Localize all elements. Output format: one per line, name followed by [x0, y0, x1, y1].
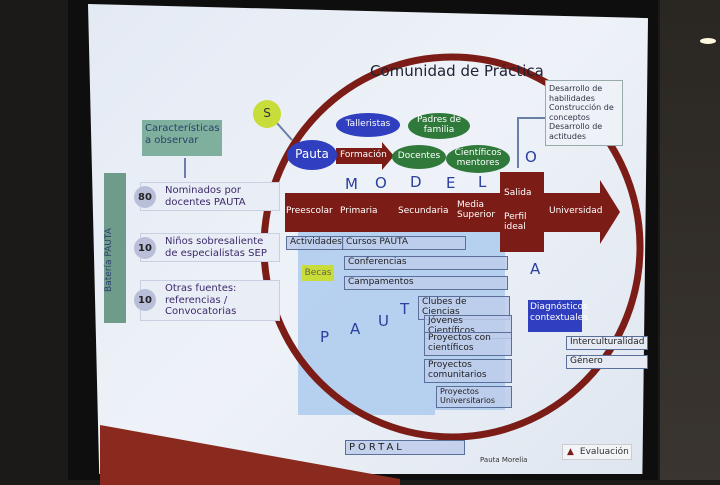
pauta-letter: T	[400, 300, 410, 318]
stage-primaria: Primaria	[340, 206, 378, 216]
row-text: Nominados por docentes PAUTA	[165, 185, 246, 208]
arrow-up-icon: ▲	[567, 447, 574, 457]
activity-item: Proyectos Universitarios	[436, 386, 512, 408]
stage-media-superior: Media Superior	[457, 200, 496, 221]
diag-item: Género	[566, 355, 648, 369]
row-count: 10	[134, 237, 156, 259]
docentes-oval: Docentes	[392, 145, 446, 169]
stage-salida: Salida	[504, 188, 532, 198]
pauta-letter: A	[530, 260, 541, 278]
stage-secundaria: Secundaria	[398, 206, 449, 216]
diagnosticos-box: Diagnósticos contextuales	[528, 300, 588, 332]
salida-box	[500, 172, 544, 252]
modelo-letter: O	[525, 148, 537, 166]
stage-perfil-ideal: Perfil ideal	[504, 212, 527, 233]
modelo-letter: O	[375, 174, 387, 192]
row-text: Otras fuentes: referencias / Convocatori…	[165, 283, 237, 317]
activity-item: Proyectos comunitarios	[424, 359, 512, 383]
modelo-letter: D	[410, 173, 422, 191]
activity-item: Campamentos	[344, 276, 508, 290]
slide-title: Comunidad de Práctica	[370, 62, 544, 80]
room-wall	[660, 0, 720, 480]
nomination-row: Nominados por docentes PAUTA	[140, 182, 280, 211]
row-count: 10	[134, 289, 156, 311]
stage-universidad: Universidad	[549, 206, 603, 216]
modelo-letter: M	[345, 175, 358, 193]
actividades-label: Actividades	[286, 236, 344, 250]
modelo-letter: E	[446, 174, 456, 192]
caracteristicas-box: Características a observar	[142, 120, 222, 156]
bateria-bar	[104, 173, 126, 323]
bullet: Desarrollo de actitudes	[549, 122, 603, 141]
bullet: Desarrollo de habilidades	[549, 84, 603, 103]
talleristas-oval: Talleristas	[336, 113, 400, 137]
s-badge: S	[253, 100, 281, 128]
activity-item: Cursos PAUTA	[342, 236, 466, 250]
formacion-arrow	[336, 142, 394, 170]
bullet: Construcción de conceptos	[549, 103, 614, 122]
nomination-row: Otras fuentes: referencias / Convocatori…	[140, 280, 280, 321]
cientificos-oval: Científicos mentores	[446, 145, 510, 173]
pauta-oval: Pauta	[287, 140, 337, 170]
pauta-letter: P	[320, 328, 330, 346]
pauta-letter: U	[378, 312, 389, 330]
nomination-row: Niños sobresaliente de especialistas SEP	[140, 233, 280, 262]
diag-item: Interculturalidad	[566, 336, 648, 350]
evaluacion-label: Evaluación	[579, 447, 629, 457]
footer-text: Pauta Morelia	[480, 456, 528, 464]
padres-oval: Padres de familia	[408, 113, 470, 139]
pauta-letter: A	[350, 320, 361, 338]
ceiling-light	[700, 38, 716, 44]
becas-box: Becas	[302, 265, 334, 281]
formacion-label: Formación	[340, 150, 387, 160]
bullet-box: Desarrollo de habilidades Construcción d…	[545, 80, 623, 146]
activity-item: Conferencias	[344, 256, 508, 270]
activity-item: Proyectos con científicos	[424, 332, 512, 356]
evaluacion-button[interactable]: ▲ Evaluación	[562, 444, 632, 460]
row-text: Niños sobresaliente de especialistas SEP	[165, 236, 267, 259]
bateria-label: Batería PAUTA	[104, 228, 114, 292]
portal-box: PORTAL	[345, 440, 465, 455]
modelo-letter: L	[478, 173, 487, 191]
row-count: 80	[134, 186, 156, 208]
s-arrow	[275, 121, 293, 141]
stage-preescolar: Preescolar	[286, 206, 333, 216]
bracket-line	[517, 117, 548, 168]
